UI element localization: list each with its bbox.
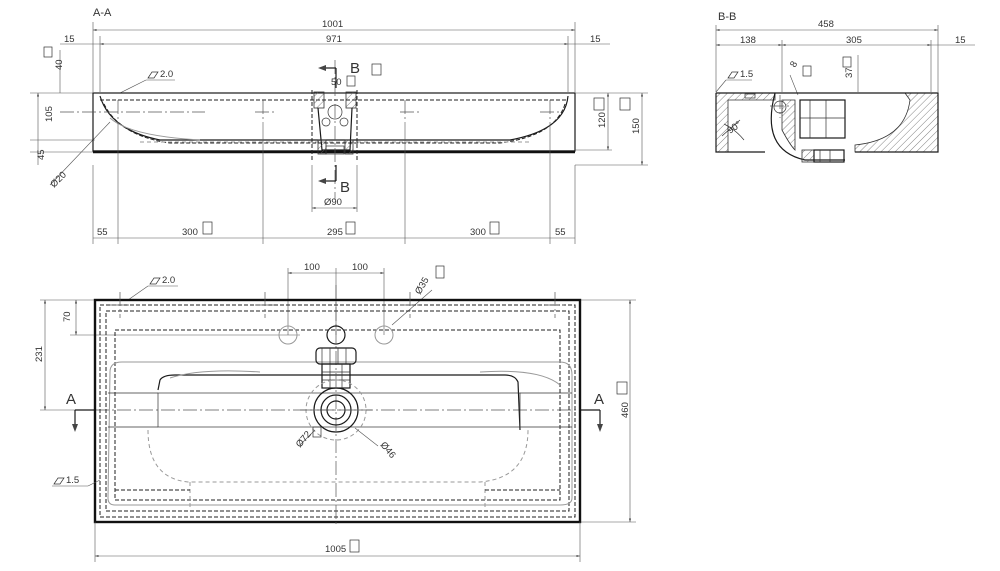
plan-dim-100-left: 100 [304,262,320,273]
bb-dim-37: 37 [844,67,855,78]
plan-flatness: 2.0 [127,275,178,301]
aa-drain [311,60,358,200]
bb-dim-15: 15 [955,35,966,46]
aa-right-dimensions: 120 150 [575,92,648,166]
section-bb-label: B-B [718,11,736,23]
plan-dim-1-5-label: 1.5 [52,475,101,487]
aa-dim-dia90: Ø90 [324,197,342,208]
bb-dim-305: 305 [846,35,862,46]
aa-dim-dia20: Ø20 [48,170,68,190]
bb-dim-8: 8 [788,59,800,69]
bb-dim-138: 138 [740,35,756,46]
plan-cut-a-right-label: A [594,391,604,408]
plan-cut-a: A A [66,391,604,432]
aa-cut-b-bottom-label: B [340,179,350,196]
aa-dim-bottom-4: 300 [470,227,486,238]
aa-dim-150: 150 [631,118,642,134]
plan-flatness-value: 2.0 [162,275,175,286]
aa-left-dimensions: 105 40 45 Ø20 [30,46,111,190]
plan-dim-dia46: Ø46 [378,440,398,461]
plan-basin [93,298,582,524]
plan-view: 100 100 Ø35 2.0 231 70 A [34,262,636,562]
aa-dim-left-margin: 15 [64,34,75,45]
plan-dim-dia72: Ø72 [294,429,314,450]
aa-dim-105: 105 [44,106,55,122]
section-aa-label: A-A [93,7,112,19]
aa-cut-b-top-label: B [350,60,360,77]
aa-flatness-value: 2.0 [160,69,173,80]
aa-dim-45: 45 [36,149,47,160]
aa-flatness: 2.0 [119,69,175,94]
plan-left-dimensions: 231 70 [34,299,300,411]
plan-dim-1-5: 1.5 [66,475,79,486]
aa-dim-overall: 1001 [322,19,343,30]
aa-dim-50: 50 [331,77,342,88]
aa-dim-40: 40 [54,59,65,70]
section-aa: A-A 1001 971 15 15 105 40 45 [30,7,648,244]
bb-dim-overall: 458 [818,19,834,30]
plan-dim-dia35: Ø35 [413,275,432,296]
section-bb: B-B 458 138 305 15 1.5 8 37 90 [715,11,975,163]
bb-top-dimensions: 458 138 305 15 [715,19,975,92]
aa-dim-bottom-2: 300 [182,227,198,238]
aa-dim-right-margin: 15 [590,34,601,45]
plan-right-dimensions: 460 [580,299,636,523]
plan-dim-460: 460 [620,402,631,418]
plan-cut-a-left-label: A [66,391,76,408]
plan-drain: Ø72 Ø46 [294,379,398,461]
plan-bottom-dimension: 1005 [94,522,581,562]
plan-top-dimensions: 100 100 Ø35 [287,262,445,335]
plan-tap-holes [110,285,565,525]
aa-dim-bottom-3: 295 [327,227,343,238]
aa-bottom-dimensions: 55 300 295 300 55 [92,122,576,244]
bb-profile [715,92,939,163]
plan-dim-70: 70 [62,311,73,322]
aa-cut-b: B 50 B Ø90 [311,60,382,212]
plan-dim-231: 231 [34,346,45,362]
plan-dim-overall-width: 1005 [325,544,346,555]
aa-dim-bottom-1: 55 [97,227,108,238]
bb-dim-1-5: 1.5 [740,69,753,80]
aa-dim-inner: 971 [326,34,342,45]
plan-dim-100-right: 100 [352,262,368,273]
aa-top-dimensions: 1001 971 15 15 [60,19,610,92]
aa-dim-bottom-5: 55 [555,227,566,238]
aa-dim-120: 120 [597,112,608,128]
